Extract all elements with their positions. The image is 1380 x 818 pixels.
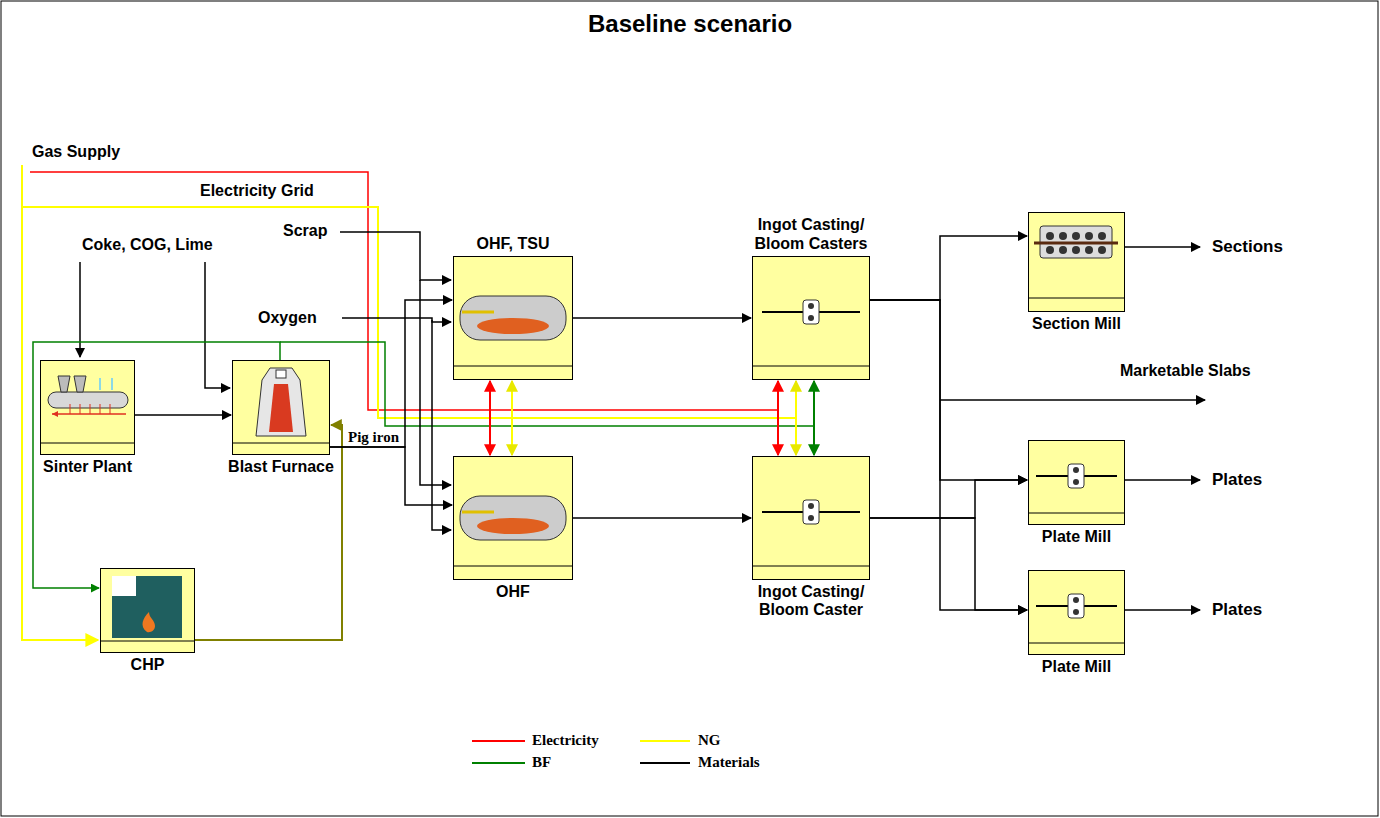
material-lines [80, 232, 1205, 610]
legend-text: BF [532, 754, 551, 771]
furnace-icon [256, 368, 306, 436]
box-label: Plate Mill [1042, 528, 1111, 546]
flow-connector [870, 480, 1027, 518]
flow-connector [135, 414, 231, 416]
flow-connector [870, 300, 1027, 610]
flow-label: Marketable Slabs [1120, 362, 1251, 380]
flow-connector [573, 517, 751, 519]
box-label: Plate Mill [1042, 658, 1111, 676]
process-box: Ingot Casting/ Bloom Caster [752, 456, 870, 580]
process-box: Blast Furnace [232, 360, 330, 455]
flow-label: Plates [1212, 470, 1262, 490]
flow-connector [777, 381, 779, 455]
flow-connector [795, 381, 797, 455]
box-label: Sinter Plant [43, 458, 132, 476]
flow-connector [870, 300, 1027, 480]
box-label: CHP [131, 656, 165, 674]
process-box: Section Mill [1028, 212, 1125, 312]
process-box: Plate Mill [1028, 440, 1125, 525]
legend-text: Materials [698, 754, 760, 771]
flow-connector [511, 381, 513, 455]
diagram-title: Baseline scenario [588, 10, 792, 38]
box-label: OHF [496, 583, 530, 601]
flow-label: Plates [1212, 600, 1262, 620]
box-strips [40, 298, 1125, 643]
process-box: Plate Mill [1028, 570, 1125, 655]
process-box: Sinter Plant [40, 360, 135, 455]
flow-connector [330, 447, 452, 505]
box-label: Section Mill [1032, 315, 1121, 333]
flow-label: Scrap [283, 222, 327, 240]
flow-connector [813, 381, 815, 455]
flow-connector [870, 236, 1027, 300]
process-box: Ingot Casting/ Bloom Casters [752, 256, 870, 380]
flow-connector [489, 381, 491, 455]
flow-connector [195, 425, 342, 640]
legend-text: Electricity [532, 732, 599, 749]
legend-text: NG [698, 732, 721, 749]
flow-connector [870, 518, 1027, 610]
flow-label: Gas Supply [32, 143, 120, 161]
box-label: OHF, TSU [477, 235, 550, 253]
sinter-icon [48, 376, 128, 417]
flow-label: Pig iron [348, 429, 399, 446]
flow-label: Coke, COG, Lime [82, 236, 213, 254]
box-fills [40, 212, 1125, 655]
flow-connector [573, 317, 751, 319]
flow-label: Sections [1212, 237, 1283, 257]
flow-label: Electricity Grid [200, 182, 314, 200]
process-box: OHF, TSU [453, 256, 573, 380]
section-mill-icon [1034, 226, 1118, 258]
chp-icon [112, 576, 182, 638]
process-box: OHF [453, 456, 573, 580]
box-label: Ingot Casting/ Bloom Casters [741, 216, 881, 253]
process-box: CHP [100, 568, 195, 653]
box-label: Ingot Casting/ Bloom Caster [741, 583, 881, 620]
flow-connector [330, 300, 452, 447]
box-label: Blast Furnace [228, 458, 334, 476]
flow-label: Oxygen [258, 309, 317, 327]
